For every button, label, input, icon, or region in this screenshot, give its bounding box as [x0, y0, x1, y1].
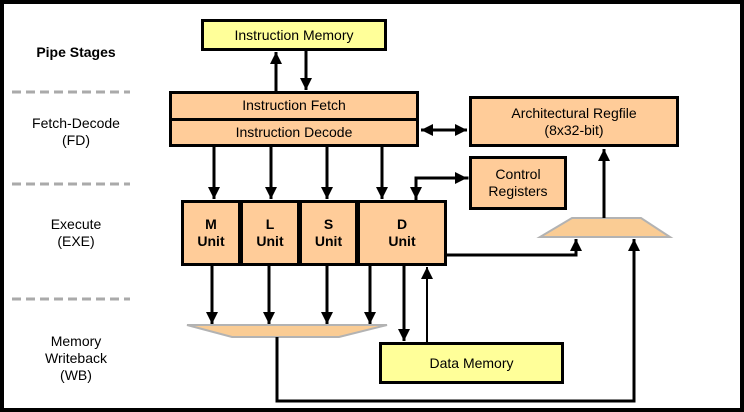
d-unit-word: Unit: [388, 233, 416, 249]
fetch-decode-block: Instruction Fetch Instruction Decode: [169, 91, 419, 147]
writeback-mux-trapezoid: [536, 217, 674, 238]
architectural-regfile-box: Architectural Regfile (8x32-bit): [469, 96, 679, 147]
s-unit-word: Unit: [314, 233, 343, 249]
d-unit-box: D Unit: [357, 200, 447, 266]
data-memory-box: Data Memory: [379, 342, 564, 384]
l-unit-box: L Unit: [240, 200, 300, 266]
wires-layer: [12, 51, 674, 403]
result-mux-trapezoid: [186, 324, 388, 338]
l-unit-word: Unit: [256, 233, 284, 249]
control-registers-box: Control Registers: [469, 156, 567, 210]
stage-exe-name: Execute: [50, 216, 102, 232]
s-unit-letter: S: [323, 216, 334, 232]
arrow-resultmux-to-wbmux: [275, 239, 640, 403]
m-unit-box: M Unit: [181, 200, 241, 266]
stage-label-wb: Memory Writeback (WB): [21, 333, 131, 384]
pipe-stages-title: Pipe Stages: [36, 44, 116, 60]
registers-label: Registers: [488, 183, 548, 199]
stage-wb-abbr: (WB): [60, 367, 92, 383]
l-unit-letter: L: [265, 216, 275, 232]
arrow-dunit-to-wbmux: [447, 239, 582, 257]
control-label: Control: [495, 166, 541, 182]
d-unit-letter: D: [396, 216, 408, 232]
stage-fd-abbr: (FD): [62, 132, 90, 148]
instruction-fetch-box: Instruction Fetch: [172, 94, 416, 121]
stage-label-exe: Execute (EXE): [21, 216, 131, 250]
stage-wb-name: Memory Writeback: [45, 333, 107, 366]
instruction-memory-box: Instruction Memory: [201, 19, 387, 51]
s-unit-box: S Unit: [299, 200, 358, 266]
regfile-label: Architectural Regfile: [511, 104, 637, 121]
m-unit-letter: M: [205, 216, 217, 232]
instruction-decode-box: Instruction Decode: [235, 123, 353, 140]
m-unit-word: Unit: [197, 233, 225, 249]
stage-exe-abbr: (EXE): [57, 233, 95, 249]
stage-fd-name: Fetch-Decode: [32, 115, 120, 131]
regfile-size-label: (8x32-bit): [544, 121, 604, 138]
stage-label-fd: Fetch-Decode (FD): [21, 115, 131, 149]
